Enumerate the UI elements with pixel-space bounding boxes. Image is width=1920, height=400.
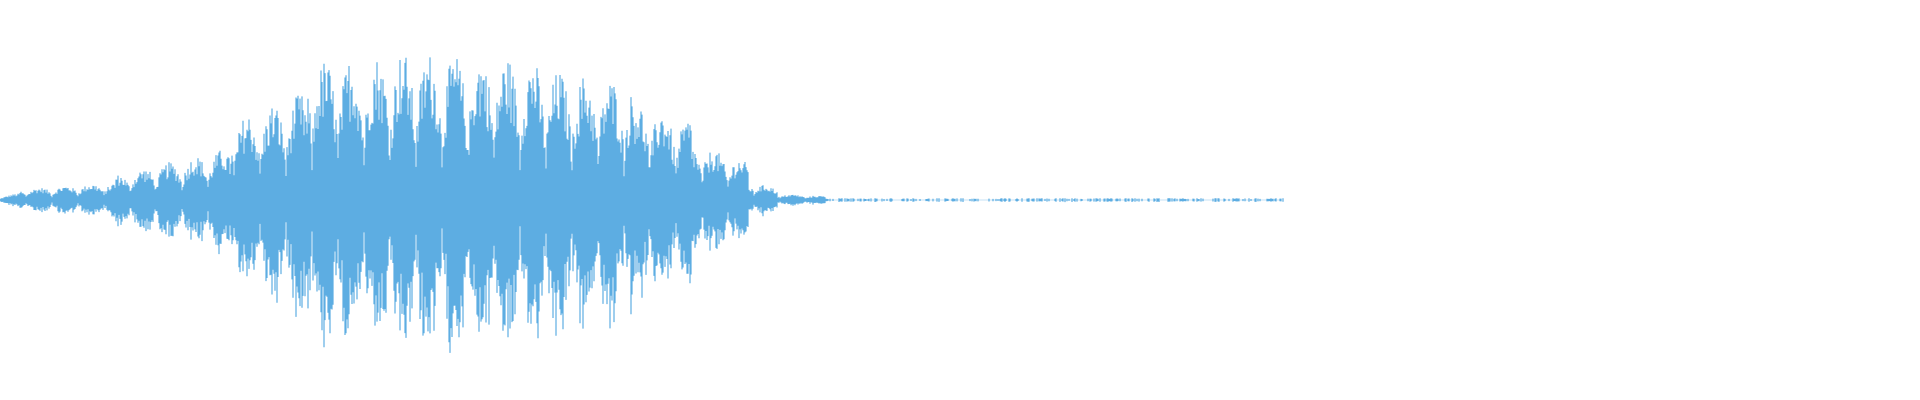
waveform-bars bbox=[0, 57, 1284, 353]
waveform-path bbox=[0, 57, 1284, 353]
